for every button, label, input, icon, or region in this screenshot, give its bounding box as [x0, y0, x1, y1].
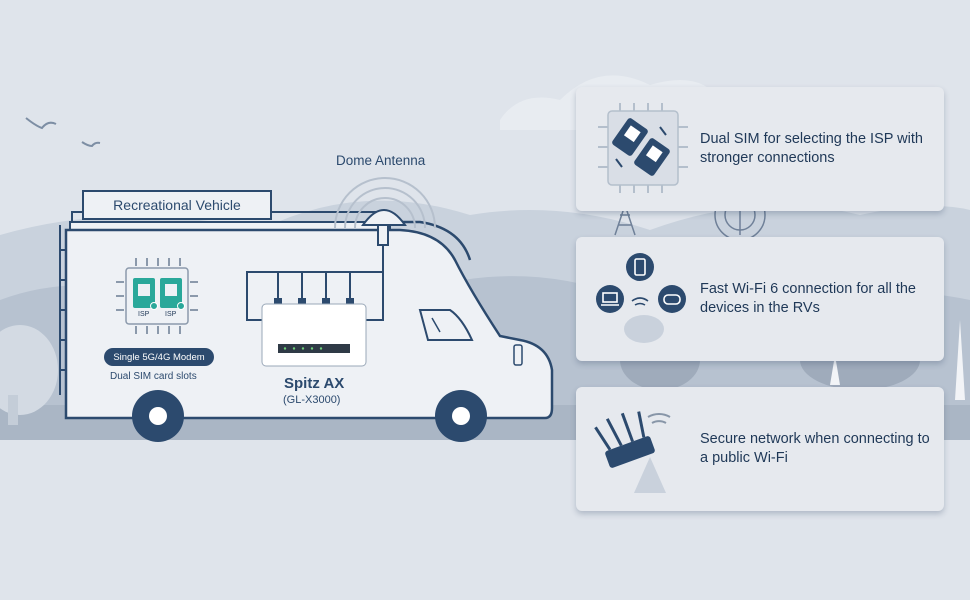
router-camp-icon	[594, 411, 671, 493]
front-wheel	[435, 390, 487, 442]
feature-card-dual-sim: Dual SIM for selecting the ISP with stro…	[576, 87, 944, 211]
feature-text-dual-sim: Dual SIM for selecting the ISP with stro…	[700, 131, 923, 166]
sim-slots-label: Dual SIM card slots	[110, 371, 197, 382]
birds-icon	[25, 117, 101, 148]
feature-card-wifi6: Fast Wi-Fi 6 connection for all the devi…	[576, 237, 944, 361]
rv-label: Recreational Vehicle	[82, 190, 272, 220]
feature-text-secure: Secure network when connecting to a publ…	[700, 431, 930, 466]
antenna-label: Dome Antenna	[336, 153, 426, 168]
dome-antenna-icon	[334, 177, 436, 246]
modem-chip-icon	[116, 258, 198, 334]
router-device-icon	[261, 303, 367, 367]
sim1-label: ISP	[138, 311, 150, 318]
dual-sim-icon	[598, 103, 688, 193]
router-name: Spitz AX	[284, 375, 345, 392]
router-model: (GL-X3000)	[283, 394, 341, 406]
devices-icon	[596, 253, 686, 343]
tree-left-icon	[0, 325, 58, 425]
feature-text-wifi6: Fast Wi-Fi 6 connection for all the devi…	[700, 281, 916, 316]
sim2-label: ISP	[165, 311, 177, 318]
rear-wheel	[132, 390, 184, 442]
modem-label: Single 5G/4G Modem	[104, 348, 214, 366]
feature-card-secure: Secure network when connecting to a publ…	[576, 387, 944, 511]
